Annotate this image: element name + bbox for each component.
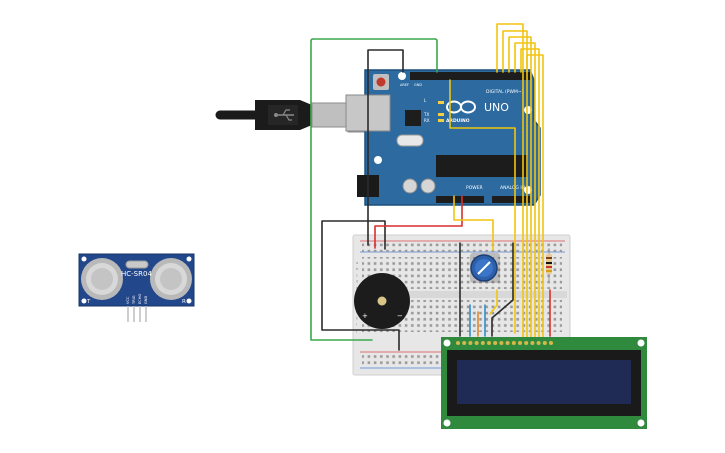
sensor-r-label: R	[182, 299, 186, 305]
wire-yellow-d6	[526, 54, 544, 341]
lcd-pin[interactable]	[549, 341, 553, 345]
resistor[interactable]	[546, 248, 552, 282]
sensor-pin-label: GND	[144, 296, 148, 304]
sensor-pin-label: VCC	[126, 296, 130, 304]
wire-yellow-d3	[508, 36, 532, 341]
breadboard-row-letter: d	[356, 280, 358, 284]
arduino-uno-board[interactable]: UNO ARDUINO DIGITAL (PWM~) POWER ANALOG …	[345, 69, 541, 206]
breadboard-row-letter: i	[356, 323, 357, 327]
board-model-label: UNO	[484, 101, 509, 114]
lcd-screen	[457, 360, 631, 404]
wire-yellow-d1	[496, 23, 524, 341]
sensor-t-label: T	[86, 299, 91, 305]
wire-yellow-lcd-rs	[489, 289, 498, 315]
brand-label: ARDUINO	[446, 118, 470, 124]
power-header[interactable]	[436, 196, 484, 203]
lcd-pin[interactable]	[480, 341, 485, 345]
analog-label: ANALOG IN	[500, 185, 525, 191]
wire-yellow-d4	[514, 42, 536, 341]
wire-yellow-d2	[502, 30, 528, 341]
wire-red-5v	[374, 195, 463, 249]
breadboard-row-letter: a	[356, 261, 358, 265]
lcd-pin[interactable]	[462, 341, 467, 345]
sensor-model-label: HC-SR04	[121, 270, 152, 278]
sensor-pin-label: TRIG	[132, 295, 136, 305]
lcd-pin[interactable]	[524, 341, 529, 345]
lcd-pin[interactable]	[542, 341, 547, 345]
aref-label: AREF	[400, 83, 409, 87]
lcd-pin[interactable]	[536, 341, 541, 345]
wires	[310, 23, 551, 351]
receiver-icon	[150, 258, 192, 300]
lcd-pin[interactable]	[456, 341, 460, 345]
analog-header[interactable]	[492, 196, 530, 203]
lcd-pin-header	[456, 341, 553, 345]
wire-yellow-analog	[449, 79, 516, 334]
lcd-pin[interactable]	[511, 341, 516, 345]
lcd-pin[interactable]	[499, 341, 504, 345]
digital-pins-label: DIGITAL (PWM~)	[486, 89, 524, 95]
power-label: POWER	[466, 185, 483, 191]
breadboard-row-letter: c	[356, 273, 358, 277]
lcd-pin[interactable]	[518, 341, 522, 345]
digital-header[interactable]	[410, 72, 530, 80]
buzzer-plus-label: +	[362, 312, 368, 320]
arduino-logo-icon	[446, 100, 476, 114]
wire-green	[310, 38, 438, 341]
lcd-pin[interactable]	[487, 341, 491, 345]
microcontroller-chip	[436, 155, 528, 177]
wire-yellow-pot	[453, 195, 494, 251]
usb-icon	[274, 109, 294, 121]
lcd-pin[interactable]	[474, 341, 479, 345]
lcd-16x2-display[interactable]	[441, 337, 647, 429]
wire-yellow-d5	[520, 48, 540, 341]
lcd-pin[interactable]	[468, 341, 473, 345]
rx-led-label: RX	[424, 118, 430, 123]
usb-cable[interactable]	[215, 97, 367, 133]
lcd-pin[interactable]	[530, 341, 535, 345]
wire-black-lcd-2	[491, 242, 514, 337]
wire-black-top	[367, 49, 404, 246]
potentiometer[interactable]	[470, 253, 500, 283]
breadboard-row-letter: b	[356, 267, 359, 271]
tx-led-label: TX	[423, 112, 429, 117]
lcd-pin[interactable]	[505, 341, 510, 345]
gnd-label: GND	[414, 83, 422, 87]
l-led-label: L	[424, 98, 427, 103]
breadboard-row-letter: h	[356, 316, 358, 320]
transmitter-icon	[81, 258, 123, 300]
crystal-icon	[125, 260, 149, 269]
piezo-buzzer[interactable]: + −	[354, 273, 410, 329]
buzzer-minus-label: −	[397, 312, 403, 320]
lcd-pin[interactable]	[493, 341, 498, 345]
sensor-pin-label: ECHO	[138, 294, 142, 304]
